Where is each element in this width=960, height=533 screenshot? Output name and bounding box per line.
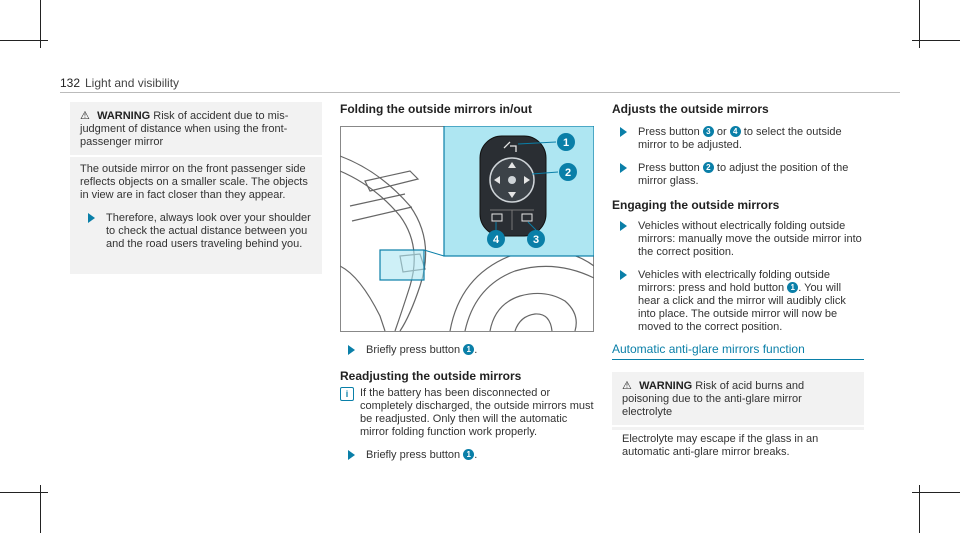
crop-mark — [919, 485, 920, 533]
mirror-control-figure: 1 2 4 3 — [340, 126, 594, 332]
arrow-icon — [620, 221, 627, 231]
warning-body: The outside mirror on the front passenge… — [70, 157, 322, 257]
instruction-item: Vehicles with electrically folding outsi… — [612, 269, 864, 334]
button-number-badge: 3 — [702, 126, 714, 137]
crop-mark — [919, 0, 920, 48]
instruction-text: Vehicles with electrically folding outsi… — [638, 269, 830, 294]
instruction-item: Vehicles without electrically folding ou… — [612, 220, 864, 259]
warning-icon: ⚠ — [622, 380, 632, 392]
button-number-badge: 1 — [463, 449, 475, 460]
warning-title: WARNING — [97, 110, 151, 122]
figure-label: 4 — [493, 234, 500, 246]
figure-label: 1 — [563, 137, 569, 149]
warning-header: ⚠ WARNING Risk of acid burns and poisoni… — [612, 372, 864, 427]
instruction-item: Briefly press button 1. — [340, 449, 596, 462]
crop-mark — [912, 40, 960, 41]
button-number-badge: 1 — [787, 282, 799, 293]
crop-mark — [912, 492, 960, 493]
arrow-icon — [620, 127, 627, 137]
instruction-text: or — [716, 126, 727, 138]
instruction-item: Briefly press button 1. — [340, 344, 596, 357]
instruction-text: Vehicles without electrically folding ou… — [638, 220, 862, 258]
button-number-badge: 4 — [729, 126, 741, 137]
instruction-text: Press button — [638, 162, 700, 174]
arrow-icon — [348, 345, 355, 355]
warning-icon: ⚠ — [80, 110, 90, 122]
page-section-title: Light and visibility — [85, 76, 180, 90]
warning-text: The outside mirror on the front passenge… — [80, 163, 308, 201]
note-text: If the battery has been disconnected or … — [360, 387, 594, 438]
section-title: Engaging the outside mirrors — [612, 198, 780, 212]
instruction-item: Therefore, always look over your shoulde… — [80, 212, 312, 251]
page-number: 132 — [60, 76, 81, 90]
arrow-icon — [620, 163, 627, 173]
crop-mark — [0, 492, 48, 493]
info-icon: i — [340, 387, 354, 401]
arrow-icon — [348, 450, 355, 460]
section-title: Readjusting the outside mirrors — [340, 369, 522, 383]
instruction-text: Briefly press button — [366, 344, 461, 356]
instruction-text: Briefly press button — [366, 449, 461, 461]
instruction-text: Press button — [638, 126, 700, 138]
instruction-text: to adjust the position of the mirror gla… — [638, 162, 849, 187]
warning-lead: Risk of accident due to mis-judgment of … — [80, 110, 289, 148]
instruction-text: . You will hear a click and the mirror w… — [638, 282, 846, 333]
crop-mark — [0, 40, 48, 41]
header-rule — [60, 92, 900, 93]
button-number-badge: 1 — [463, 344, 475, 355]
instruction-item: Press button 3 or 4 to select the outsid… — [612, 126, 864, 152]
instruction-item: Press button 2 to adjust the position of… — [612, 162, 864, 188]
warning-box: ⚠ WARNING Risk of acid burns and poisoni… — [612, 372, 864, 458]
button-number-badge: 2 — [702, 162, 714, 173]
crop-mark — [40, 0, 41, 48]
warning-header: ⚠ WARNING Risk of accident due to mis-ju… — [70, 102, 322, 157]
crop-mark — [40, 485, 41, 533]
warning-body: Electrolyte may escape if the glass in a… — [612, 427, 864, 465]
section-title: Adjusts the outside mirrors — [612, 102, 769, 116]
arrow-icon — [620, 270, 627, 280]
warning-title: WARNING — [639, 380, 693, 392]
arrow-icon — [88, 213, 95, 223]
figure-label: 2 — [565, 167, 571, 179]
warning-lead: Risk of acid burns and poisoning due to … — [622, 380, 805, 418]
instruction-text: to select the outside mirror to be adjus… — [638, 126, 842, 151]
note-block: i If the battery has been disconnected o… — [340, 387, 596, 439]
warning-text: Electrolyte may escape if the glass in a… — [622, 433, 819, 458]
instruction-text: Therefore, always look over your shoulde… — [106, 212, 311, 250]
section-title: Folding the outside mirrors in/out — [340, 102, 532, 116]
section-heading-link: Automatic anti-glare mirrors function — [612, 342, 864, 360]
warning-box: ⚠ WARNING Risk of accident due to mis-ju… — [70, 102, 322, 274]
figure-label: 3 — [533, 234, 539, 246]
